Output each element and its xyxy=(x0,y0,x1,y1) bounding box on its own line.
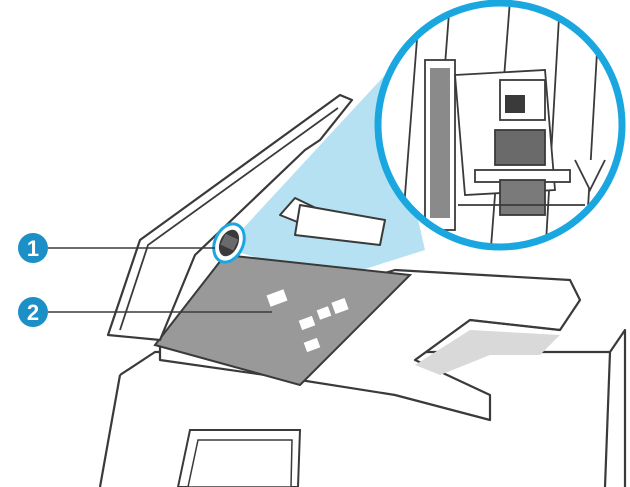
callout-1-number: 1 xyxy=(27,236,39,261)
callout-1: 1 xyxy=(18,233,48,263)
callout-2: 2 xyxy=(18,297,48,327)
control-panel xyxy=(178,430,300,487)
callout-2-number: 2 xyxy=(27,300,39,325)
